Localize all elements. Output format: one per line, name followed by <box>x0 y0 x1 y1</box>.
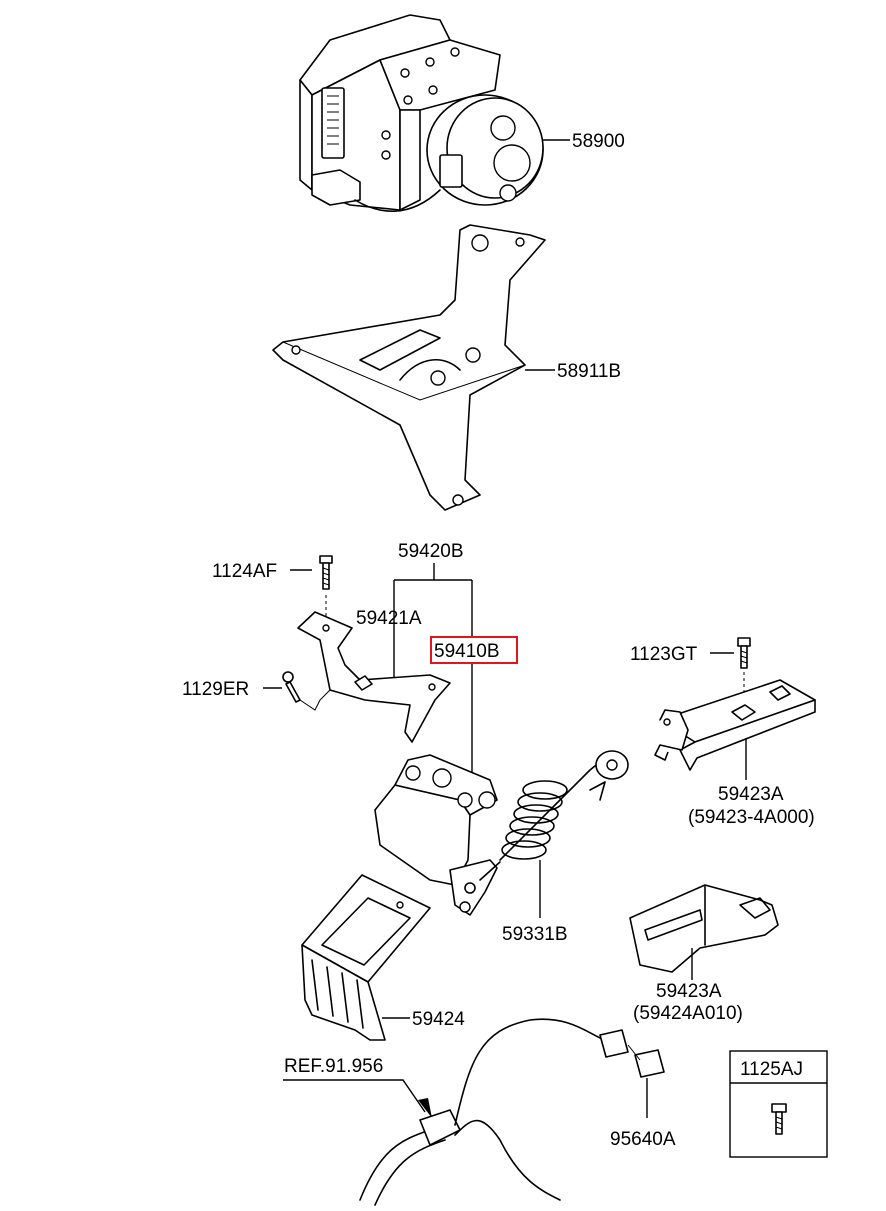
hecu-unit-drawing <box>299 14 544 213</box>
side-bolt-icon <box>282 671 331 711</box>
sensor-part-label[interactable]: 59410B <box>434 641 500 662</box>
side-bolt-label: 1129ER <box>182 679 249 700</box>
right-bracket-label: 59423A <box>718 784 784 805</box>
small-bracket-drawing <box>297 611 451 743</box>
assembly-label: 59420B <box>398 541 464 562</box>
right-bolt-icon <box>737 637 751 700</box>
right-bracket-alt-label: (59423-4A000) <box>688 807 815 828</box>
wire-harness-drawing <box>359 1018 665 1206</box>
right-bracket-drawing <box>654 679 816 771</box>
lower-bracket-label: 59423A <box>656 981 722 1002</box>
fastener-box-title: 1125AJ <box>740 1059 803 1080</box>
lower-bracket-alt-label: (59424A010) <box>633 1003 743 1024</box>
top-bolt-label: 1124AF <box>212 561 277 582</box>
wire-label: 95640A <box>610 1129 676 1150</box>
top-bolt-icon <box>319 555 333 628</box>
sensor-highlight-box[interactable] <box>430 636 518 664</box>
lower-bracket-drawing <box>629 884 779 973</box>
main-bracket-label: 58911B <box>557 361 621 382</box>
main-bracket-drawing <box>272 224 546 511</box>
spring-drawing <box>499 750 629 861</box>
reference-label: REF.91.956 <box>284 1056 383 1077</box>
height-sensor-drawing <box>374 754 501 916</box>
small-bracket-label: 59421A <box>356 608 422 629</box>
bottom-bracket-label: 59424 <box>412 1009 465 1030</box>
right-bolt-label: 1123GT <box>630 644 698 665</box>
hecu-part-label: 58900 <box>572 131 625 152</box>
fastener-box: 1125AJ <box>729 1050 828 1158</box>
spring-label: 59331B <box>502 924 568 945</box>
bottom-bracket-drawing <box>301 874 431 1041</box>
